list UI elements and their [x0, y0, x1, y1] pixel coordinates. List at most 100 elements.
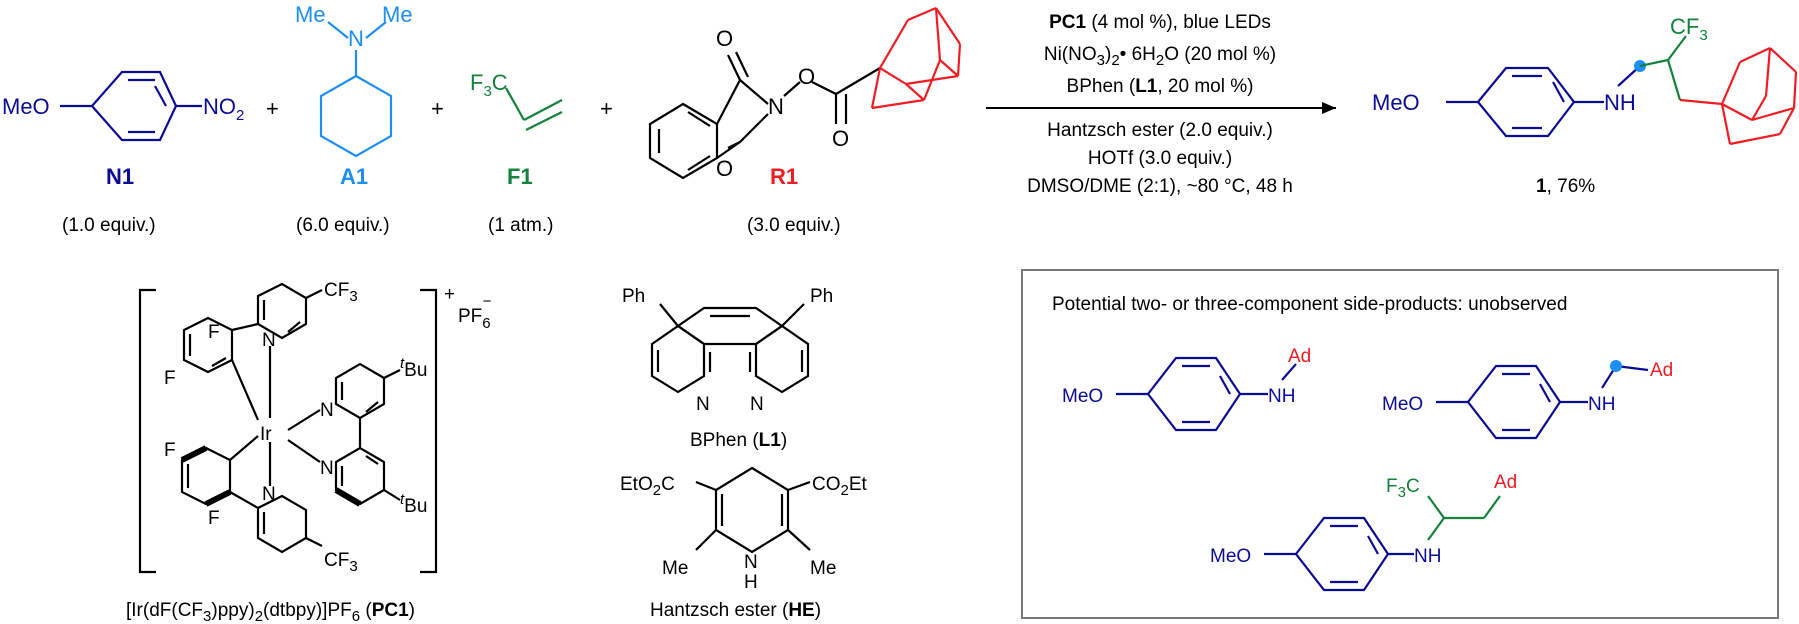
r1-label: R1 [770, 164, 798, 189]
bphen-ph-left: Ph [622, 286, 645, 307]
sp3-nh: NH [1414, 546, 1441, 567]
sp3-ring [1264, 516, 1414, 592]
condition-line-5: HOTf (3.0 equiv.) [1088, 148, 1232, 169]
sp3-f3c: F3C [1386, 476, 1420, 501]
he-me-left: Me [662, 558, 688, 579]
product-adamantyl [1679, 47, 1798, 146]
pc1-n-2: N [320, 400, 334, 421]
pc1-ir: Ir [260, 424, 272, 445]
he-ester-right: CO2Et [812, 474, 868, 499]
pc1-f-3: F [164, 440, 176, 461]
pc1-f-4: F [208, 508, 220, 529]
r1-n: N [768, 94, 784, 119]
product-label: 1, 76% [1536, 176, 1595, 197]
reaction-conditions: PC1 (4 mol %), blue LEDs Ni(NO3)2• 6H2O … [986, 12, 1336, 197]
pc1-counterion: PF6− [458, 293, 492, 332]
pc1-f-2: F [164, 368, 176, 389]
n1-equiv: (1.0 equiv.) [62, 215, 156, 236]
r1-adamantyl [870, 6, 962, 110]
f1-equiv: (1 atm.) [488, 215, 553, 236]
sp3-chain [1427, 495, 1501, 541]
side-products-title: Potential two- or three-component side-p… [1052, 294, 1567, 315]
bphen-n-left: N [696, 394, 710, 415]
a1-me-right: Me [382, 2, 413, 27]
pc1-n-3: N [320, 458, 334, 479]
r1-equiv: (3.0 equiv.) [747, 215, 841, 236]
r1-o-link: O [798, 64, 815, 89]
side-product-2: MeO NH Ad [1382, 360, 1673, 440]
a1-equiv: (6.0 equiv.) [296, 215, 390, 236]
n1-label: N1 [106, 164, 134, 189]
pc1-n-1: N [262, 330, 276, 351]
plus-sign: + [266, 96, 279, 121]
pc1-cf3-bottom: CF3 [324, 550, 358, 575]
r1-phthalimide [648, 51, 881, 180]
he-ester-left: EtO2C [620, 474, 675, 499]
product-1: MeO NH CF3 1, 76% [1372, 14, 1798, 197]
pc1-charge: + [444, 284, 455, 305]
r1-o-top: O [716, 26, 733, 51]
pc1-bold-edges [180, 445, 362, 507]
n1-ring [60, 70, 202, 142]
sp2-ad: Ad [1650, 360, 1673, 381]
a1-ring [319, 21, 393, 158]
pc1-tbu-top: tBu [400, 355, 427, 381]
f1-f3c: F3C [470, 70, 508, 100]
r1-o-bottom: O [716, 156, 733, 181]
sp1-meo: MeO [1062, 386, 1103, 407]
a1-me-left: Me [295, 2, 326, 27]
sp2-ring [1436, 364, 1649, 440]
pc1-cf3-top: CF3 [324, 280, 358, 305]
sp3-ad: Ad [1494, 472, 1517, 493]
bphen-n-right: N [750, 394, 764, 415]
pc1-n-4: N [262, 484, 276, 505]
he-ring [695, 466, 811, 554]
r1-o-carbonyl: O [832, 126, 849, 151]
sp2-nh: NH [1588, 394, 1615, 415]
condition-line-4: Hantzsch ester (2.0 equiv.) [1047, 120, 1273, 141]
side-product-1: MeO NH Ad [1062, 346, 1311, 432]
arrow-head [1322, 102, 1336, 114]
photocatalyst-pc1: F F F F CF3 CF3 N N N N Ir tBu tBu + PF6… [126, 280, 492, 624]
bphen-ph-right: Ph [810, 286, 833, 307]
product-cf3-chain [1639, 35, 1687, 101]
sp1-nh: NH [1268, 386, 1295, 407]
he-me-right: Me [810, 558, 836, 579]
pc1-f-1: F [208, 322, 220, 343]
reactant-n1: MeO NO2 N1 (1.0 equiv.) [2, 70, 244, 236]
side-products-frame [1021, 269, 1779, 619]
hantzsch-ester: EtO2C CO2Et Me Me N H Hantzsch ester (HE… [620, 466, 868, 621]
ligand-bphen: Ph Ph N N BPhen (L1) [622, 286, 833, 451]
product-meo: MeO [1372, 90, 1420, 115]
side-product-3: MeO NH F3C Ad [1210, 472, 1517, 592]
a1-n: N [348, 26, 364, 51]
plus-sign: + [431, 96, 444, 121]
product-nh: NH [1604, 90, 1636, 115]
bphen-rings [650, 303, 810, 394]
plus-sign: + [600, 96, 613, 121]
reactant-f1: F3C F1 (1 atm.) [470, 70, 563, 236]
sp1-bond [1281, 363, 1297, 381]
f1-label: F1 [507, 164, 533, 189]
reactant-a1: Me N Me A1 (6.0 equiv.) [295, 2, 413, 236]
n1-meo: MeO [2, 94, 50, 119]
product-cf3: CF3 [1670, 14, 1708, 44]
side-products-box: Potential two- or three-component side-p… [1021, 269, 1779, 619]
he-n: N [744, 552, 758, 573]
he-h: H [744, 572, 758, 593]
f1-bonds [505, 87, 563, 131]
sp1-ring [1116, 356, 1268, 432]
reactant-r1: O N O O O R1 (3.0 equiv.) [648, 6, 962, 236]
pc1-brackets [138, 288, 438, 574]
sp1-ad: Ad [1288, 346, 1311, 367]
condition-line-2: Ni(NO3)2• 6H2O (20 mol %) [1044, 44, 1276, 69]
sp2-meo: MeO [1382, 394, 1423, 415]
condition-line-1: PC1 (4 mol %), blue LEDs [1049, 12, 1271, 33]
sp2-radical-dot [1610, 360, 1622, 372]
n1-no2: NO2 [203, 94, 244, 124]
a1-label: A1 [340, 164, 368, 189]
he-name: Hantzsch ester (HE) [650, 600, 821, 621]
condition-line-6: DMSO/DME (2:1), ~80 °C, 48 h [1027, 176, 1293, 197]
pc1-name: [Ir(dF(CF3)ppy)2(dtbpy)]PF6 (PC1) [126, 600, 415, 624]
